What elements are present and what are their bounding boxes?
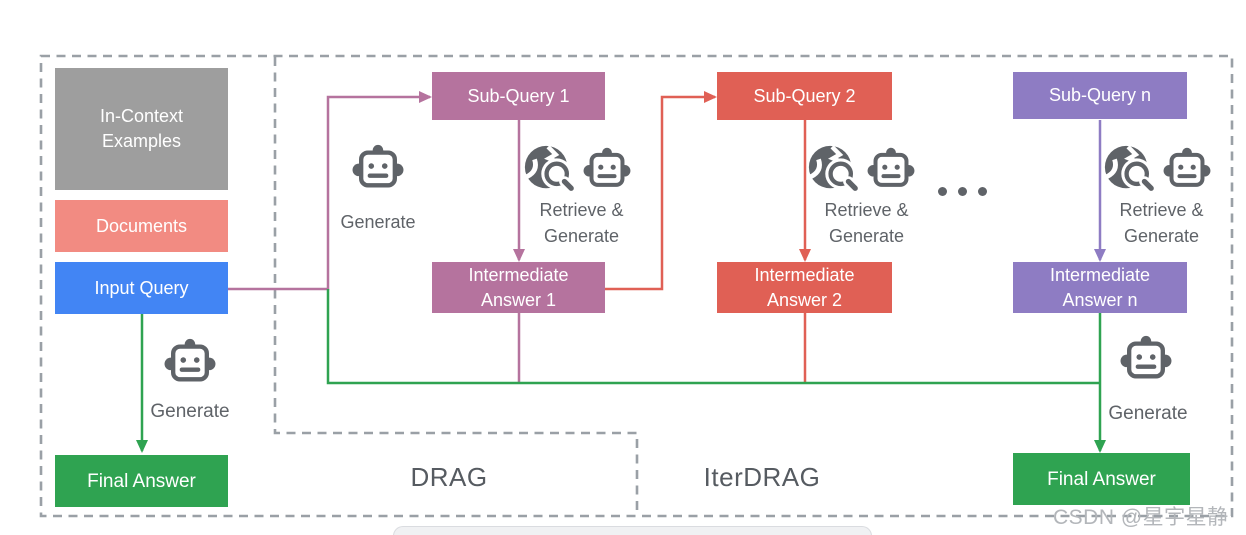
- retrieve-generate-icons: [1102, 142, 1212, 196]
- retrieve-generate-label: Retrieve & Generate: [509, 197, 654, 249]
- generate-line: Generate: [543, 226, 620, 246]
- final-answer-left-box: Final Answer: [55, 455, 228, 507]
- generate-line: Generate: [828, 226, 905, 246]
- generate-label: Generate: [340, 212, 416, 232]
- robot-icon: [1162, 146, 1212, 192]
- watermark: CSDN @星宇星静: [1053, 506, 1229, 529]
- generate-label: Generate: [1108, 403, 1188, 424]
- generate-label: Generate: [150, 401, 230, 422]
- edge-inputquery-to-subquery1: [228, 91, 432, 291]
- intermediate-answer-2-box: Intermediate Answer 2: [717, 262, 892, 313]
- input-query-box: Input Query: [55, 262, 228, 314]
- iterdrag-region-label: IterDRAG: [703, 462, 821, 492]
- robot-icon: [163, 337, 217, 387]
- retrieve-generate-label: Retrieve & Generate: [794, 197, 939, 249]
- ellipsis-icon: [938, 187, 987, 196]
- intermediate-answer-n-box: Intermediate Answer n: [1013, 262, 1187, 313]
- retrieve-generate-icons: [806, 142, 916, 196]
- outer-dashed-border: [39, 54, 1234, 518]
- sub-query-1-box: Sub-Query 1: [432, 72, 605, 120]
- robot-icon: [866, 146, 916, 192]
- in-context-examples-box: In-Context Examples: [55, 68, 228, 190]
- edge-intermediate1-to-subquery2: [605, 91, 717, 291]
- retrieve-generate-icons: [522, 142, 632, 196]
- globe-search-icon: [1102, 142, 1156, 196]
- globe-search-icon: [522, 142, 576, 196]
- retrieve-generate-label: Retrieve & Generate: [1089, 197, 1234, 249]
- robot-icon: [351, 143, 405, 193]
- iterdrag-boundary: [273, 57, 639, 515]
- sub-query-n-box: Sub-Query n: [1013, 72, 1187, 119]
- retrieve-line: Retrieve &: [539, 200, 624, 220]
- retrieve-line: Retrieve &: [1119, 200, 1204, 220]
- drag-region-label: DRAG: [410, 462, 488, 492]
- documents-box: Documents: [55, 200, 228, 252]
- generate-line: Generate: [1123, 226, 1200, 246]
- intermediate-answer-1-box: Intermediate Answer 1: [432, 262, 605, 313]
- robot-icon: [582, 146, 632, 192]
- sub-query-2-box: Sub-Query 2: [717, 72, 892, 120]
- globe-search-icon: [806, 142, 860, 196]
- edge-collector-green: [326, 289, 1100, 385]
- retrieve-line: Retrieve &: [824, 200, 909, 220]
- final-answer-right-box: Final Answer: [1013, 453, 1190, 505]
- robot-icon: [1119, 334, 1173, 384]
